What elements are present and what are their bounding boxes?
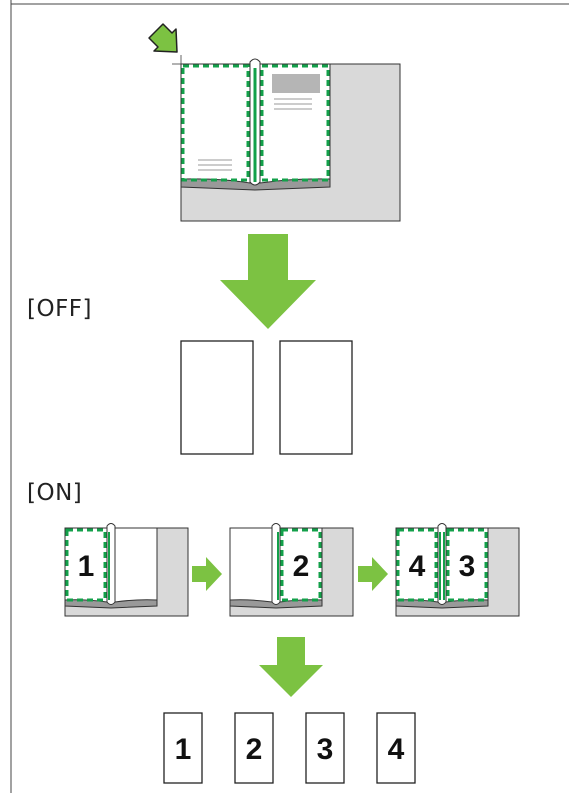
output-page-3: 3 (305, 712, 345, 784)
on-output: 1 2 3 4 (163, 712, 416, 784)
output-page (376, 712, 416, 784)
output-page-1: 1 (163, 712, 203, 784)
book-right-page (114, 527, 158, 603)
left-page-text (198, 159, 232, 171)
output-page-number: 3 (317, 733, 334, 766)
scan-area-right (280, 528, 322, 602)
scan-area-right (446, 528, 488, 602)
page-number: 3 (459, 550, 476, 583)
on-mode-label: [ON] (27, 480, 83, 506)
right-page-picture (272, 74, 320, 93)
down-arrow-icon (259, 637, 323, 697)
off-mode-label: [OFF] (27, 296, 93, 322)
output-page-number: 4 (388, 733, 405, 766)
scan-area-left (396, 528, 438, 602)
scan-area-right (260, 64, 330, 182)
page-number: 4 (409, 550, 426, 583)
output-page-number: 2 (246, 733, 263, 766)
off-output (180, 340, 353, 455)
page-number: 2 (293, 550, 310, 583)
output-page-4: 4 (376, 712, 416, 784)
right-page-text (274, 98, 312, 110)
scan-area-left (181, 64, 250, 182)
book-left-page (229, 527, 273, 603)
output-page-2: 2 (234, 712, 274, 784)
right-arrow-icon (358, 557, 388, 591)
output-page (163, 712, 203, 784)
output-page-number: 1 (175, 733, 192, 766)
output-page (234, 712, 274, 784)
right-arrow-icon (192, 557, 222, 591)
page-number: 1 (78, 550, 95, 583)
scan-step-1: 1 (64, 523, 189, 617)
off-output-page-left (180, 340, 254, 455)
book-right-page (259, 63, 331, 184)
off-output-page-right (279, 340, 353, 455)
top-scan-scene (148, 23, 401, 222)
output-page (305, 712, 345, 784)
scan-area-left (65, 528, 107, 602)
diagonal-arrow-icon (148, 23, 178, 53)
scan-step-2: 2 (229, 523, 354, 617)
down-arrow-icon (220, 234, 316, 329)
